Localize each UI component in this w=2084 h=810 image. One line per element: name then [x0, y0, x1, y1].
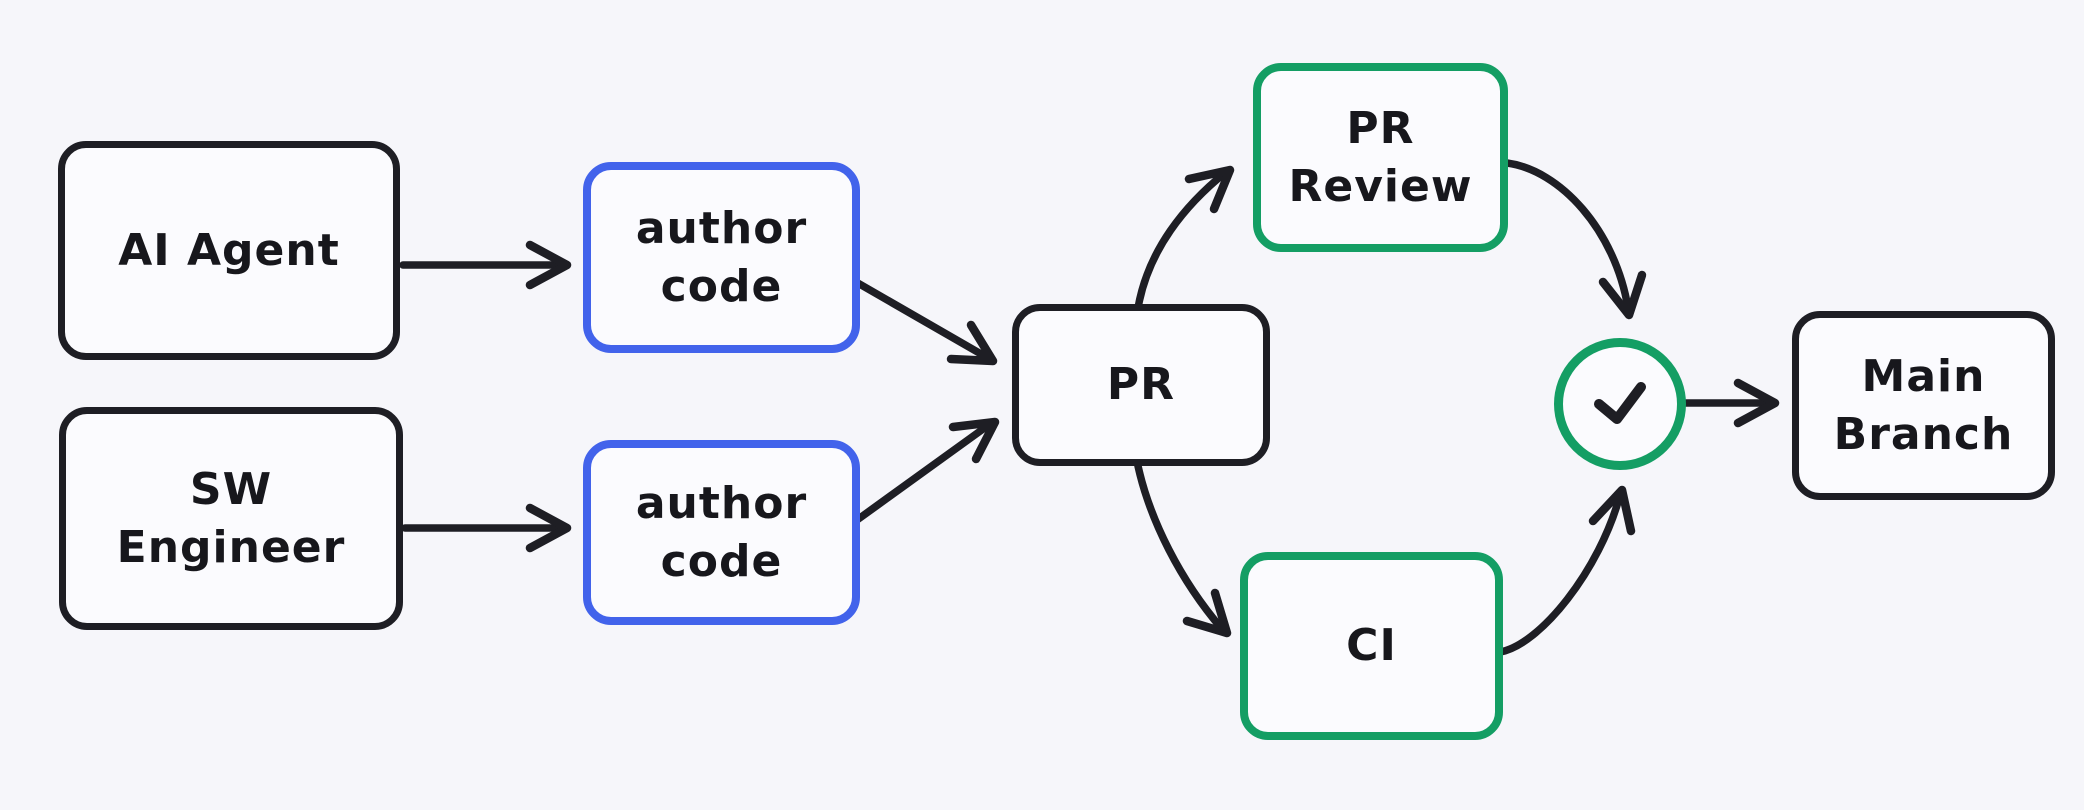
node-label: author: [635, 478, 808, 530]
node-label: code: [660, 260, 783, 312]
arrow-pr-review-to-check: [1503, 159, 1632, 312]
node-label: Branch: [1833, 408, 2014, 460]
arrowhead: [1598, 270, 1647, 320]
arrowhead: [525, 240, 572, 290]
node-pr-review: PR Review: [1253, 63, 1508, 252]
arrowhead: [1184, 165, 1235, 214]
node-label: Engineer: [116, 521, 346, 573]
node-sw-engineer: SW Engineer: [59, 407, 403, 630]
check-icon: [1594, 382, 1646, 424]
node-label: PR: [1106, 359, 1176, 411]
node-label: author: [635, 203, 808, 255]
arrow-pr-to-ci: [1134, 462, 1226, 633]
arrowhead: [525, 503, 572, 553]
node-label: PR: [1346, 103, 1415, 155]
node-label: Main: [1861, 351, 1986, 403]
node-label: SW: [189, 464, 273, 516]
node-main-branch: Main Branch: [1792, 311, 2055, 500]
arrowhead: [948, 417, 1000, 464]
arrowhead: [1733, 378, 1780, 428]
node-check-circle: [1554, 338, 1686, 470]
node-author-code-bottom: author code: [583, 440, 860, 625]
node-label: code: [660, 535, 783, 587]
arrowhead: [946, 320, 998, 366]
node-author-code-top: author code: [583, 162, 860, 353]
node-label: AI Agent: [118, 224, 340, 276]
arrowhead: [1182, 588, 1232, 638]
arrow-author-code-top-to-pr: [852, 278, 992, 362]
arrow-ci-to-check: [1496, 491, 1624, 656]
node-label: CI: [1346, 620, 1397, 672]
node-ci: CI: [1240, 552, 1503, 740]
arrowhead: [1588, 485, 1636, 536]
arrow-pr-to-pr-review: [1134, 168, 1230, 312]
arrow-author-code-bottom-to-pr: [853, 420, 994, 524]
node-label: Review: [1288, 160, 1473, 212]
node-pr: PR: [1012, 304, 1270, 466]
node-ai-agent: AI Agent: [58, 141, 400, 360]
